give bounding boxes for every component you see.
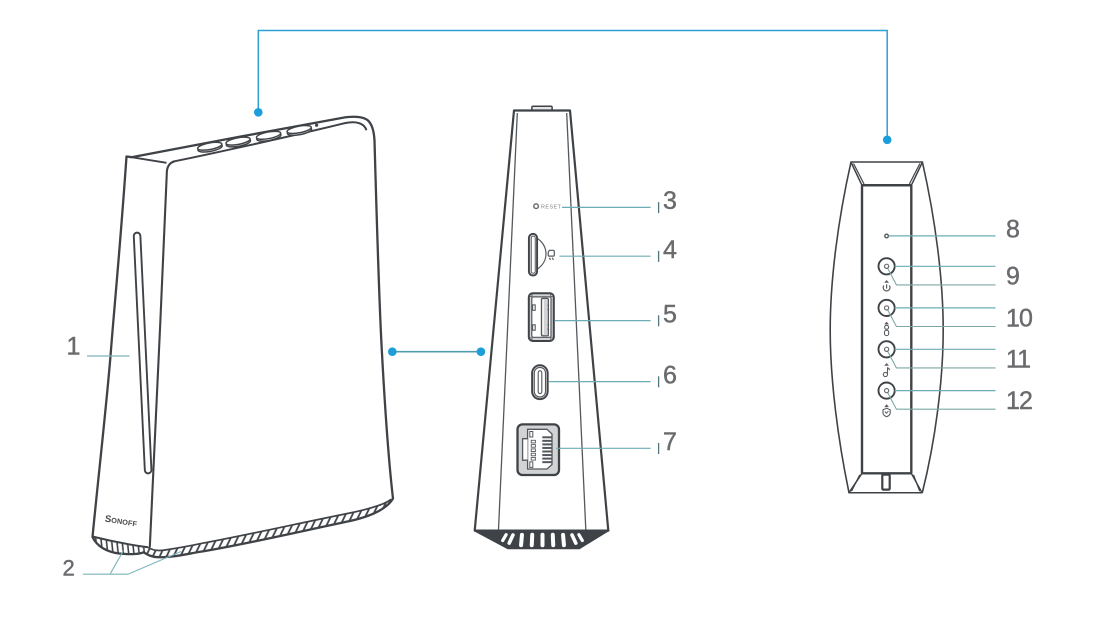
- svg-text:4: 4: [663, 236, 677, 264]
- svg-text:5: 5: [663, 300, 677, 328]
- svg-text:10: 10: [1006, 304, 1032, 332]
- svg-text:RESET: RESET: [541, 204, 562, 210]
- svg-text:7: 7: [663, 428, 677, 456]
- svg-text:2: 2: [63, 556, 75, 581]
- svg-text:3: 3: [663, 187, 677, 215]
- svg-text:12: 12: [1006, 387, 1032, 415]
- svg-text:9: 9: [1006, 263, 1019, 291]
- svg-text:6: 6: [663, 361, 677, 389]
- svg-text:11: 11: [1006, 346, 1030, 374]
- svg-text:8: 8: [1006, 216, 1020, 244]
- svg-text:1: 1: [67, 333, 81, 361]
